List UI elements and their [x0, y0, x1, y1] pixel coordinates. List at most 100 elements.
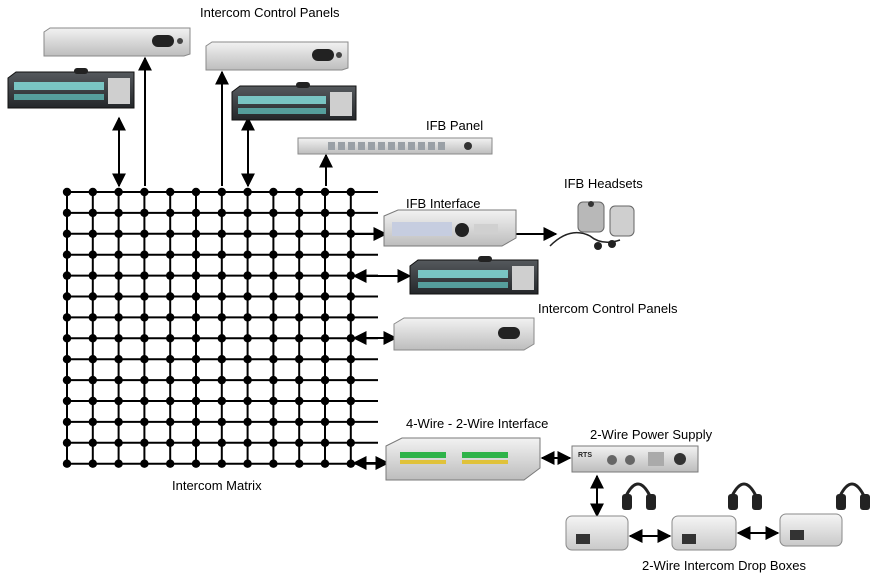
matrix-crosspoint: [346, 459, 355, 468]
matrix-crosspoint: [166, 208, 175, 218]
headset-2: [728, 482, 762, 510]
matrix-crosspoint: [140, 417, 149, 427]
matrix-crosspoint: [114, 417, 123, 427]
ifb-key: [418, 142, 425, 150]
matrix-crosspoint: [114, 396, 123, 406]
matrix-crosspoint: [217, 459, 226, 468]
matrix-crosspoint: [191, 271, 201, 280]
matrix-crosspoint: [114, 459, 123, 468]
matrix-crosspoint: [243, 459, 252, 468]
matrix-crosspoint: [269, 313, 278, 322]
intercom-control-panel-light: [393, 317, 535, 351]
label-ifb-panel: IFB Panel: [426, 118, 483, 133]
matrix-crosspoint: [88, 396, 98, 406]
matrix-crosspoint: [140, 271, 149, 280]
matrix-crosspoint: [243, 250, 252, 259]
matrix-crosspoint: [62, 187, 72, 197]
matrix-crosspoint: [62, 438, 72, 447]
matrix-crosspoint: [140, 187, 149, 197]
matrix-crosspoint: [269, 292, 278, 301]
ifb-key: [338, 142, 345, 150]
matrix-crosspoint: [243, 271, 252, 280]
matrix-crosspoint: [166, 459, 175, 468]
two-wire-power-supply-device: RTS: [571, 445, 699, 473]
matrix-crosspoint: [217, 417, 226, 427]
matrix-crosspoint: [320, 459, 330, 468]
matrix-crosspoint: [62, 334, 72, 343]
matrix-crosspoint: [320, 208, 330, 218]
matrix-crosspoint: [346, 187, 355, 197]
matrix-crosspoint: [114, 187, 123, 197]
matrix-crosspoint: [166, 313, 175, 322]
matrix-crosspoint: [166, 355, 175, 364]
matrix-crosspoint: [88, 292, 98, 301]
matrix-crosspoint: [346, 375, 355, 385]
matrix-crosspoint: [140, 292, 149, 301]
matrix-crosspoint: [88, 187, 98, 197]
matrix-crosspoint: [88, 208, 98, 218]
drop-box-1: [565, 515, 629, 551]
intercom-control-panel-dark: [231, 82, 357, 121]
label-four-wire: 4-Wire - 2-Wire Interface: [406, 416, 548, 431]
matrix-crosspoint: [346, 250, 355, 259]
matrix-crosspoint: [346, 355, 355, 364]
headset-1: [622, 482, 656, 510]
matrix-crosspoint: [217, 250, 226, 259]
intercom-matrix-grid: [62, 187, 378, 468]
ifb-key: [378, 142, 385, 150]
drop-box-2: [671, 515, 737, 551]
matrix-crosspoint: [114, 334, 123, 343]
matrix-crosspoint: [191, 334, 201, 343]
connection-arrows: [112, 56, 780, 543]
matrix-crosspoint: [320, 396, 330, 406]
matrix-crosspoint: [166, 292, 175, 301]
matrix-crosspoint: [320, 417, 330, 427]
matrix-crosspoint: [114, 208, 123, 218]
matrix-crosspoint: [269, 187, 278, 197]
matrix-crosspoint: [62, 250, 72, 259]
label-drop-boxes: 2-Wire Intercom Drop Boxes: [642, 558, 806, 573]
matrix-crosspoint: [320, 375, 330, 385]
ifb-interface-device: [383, 209, 517, 247]
matrix-crosspoint: [295, 271, 304, 280]
matrix-crosspoint: [140, 313, 149, 322]
matrix-crosspoint: [140, 208, 149, 218]
matrix-crosspoint: [217, 271, 226, 280]
matrix-crosspoint: [217, 229, 226, 238]
label-ifb-interface: IFB Interface: [406, 196, 480, 211]
matrix-crosspoint: [295, 292, 304, 301]
matrix-crosspoint: [243, 438, 252, 447]
matrix-crosspoint: [140, 334, 149, 343]
matrix-crosspoint: [166, 187, 175, 197]
headset-3: [836, 482, 870, 510]
matrix-crosspoint: [346, 438, 355, 447]
label-matrix: Intercom Matrix: [172, 478, 262, 493]
intercom-control-panel-light: [205, 41, 349, 71]
matrix-crosspoint: [346, 208, 355, 218]
matrix-crosspoint: [114, 313, 123, 322]
matrix-crosspoint: [320, 271, 330, 280]
matrix-crosspoint: [140, 396, 149, 406]
matrix-crosspoint: [243, 396, 252, 406]
matrix-crosspoint: [62, 417, 72, 427]
matrix-crosspoint: [62, 355, 72, 364]
matrix-crosspoint: [191, 187, 201, 197]
label-top-panels: Intercom Control Panels: [200, 5, 340, 20]
matrix-crosspoint: [269, 355, 278, 364]
matrix-crosspoint: [62, 375, 72, 385]
matrix-crosspoint: [217, 396, 226, 406]
matrix-crosspoint: [320, 313, 330, 322]
matrix-crosspoint: [269, 334, 278, 343]
matrix-crosspoint: [243, 334, 252, 343]
matrix-crosspoint: [346, 292, 355, 301]
matrix-crosspoint: [62, 292, 72, 301]
matrix-crosspoint: [269, 208, 278, 218]
matrix-crosspoint: [114, 438, 123, 447]
matrix-crosspoint: [243, 229, 252, 238]
matrix-crosspoint: [166, 334, 175, 343]
matrix-crosspoint: [191, 396, 201, 406]
rts-logo: RTS: [578, 452, 592, 459]
matrix-crosspoint: [243, 313, 252, 322]
matrix-crosspoint: [191, 355, 201, 364]
drop-box-3: [779, 513, 843, 547]
